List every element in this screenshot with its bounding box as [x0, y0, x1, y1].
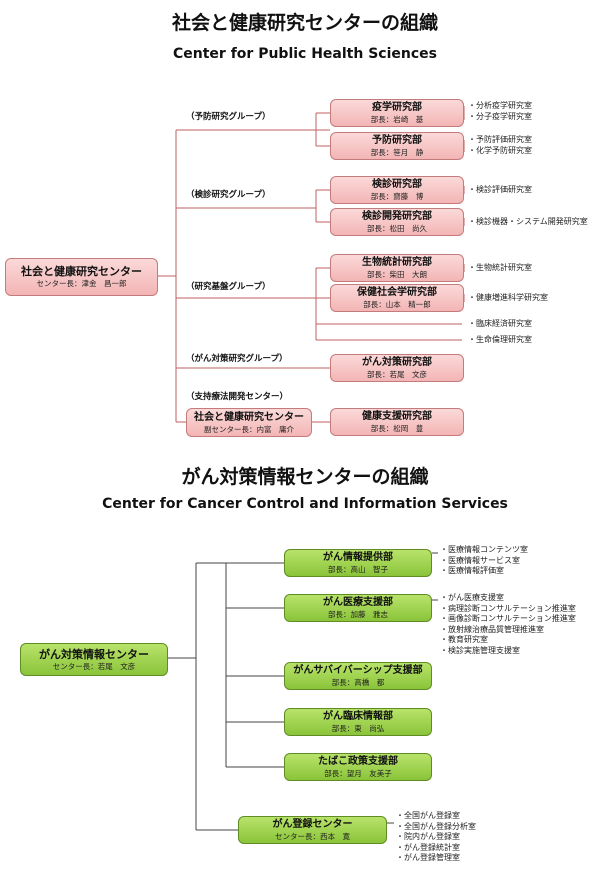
lab-list: ・生命倫理研究室 [468, 335, 532, 346]
dept-name: 検診開発研究部 [362, 211, 432, 222]
lab-item: ・画像診断コンサルテーション推進室 [440, 614, 576, 623]
subcenter-head: 副センター長：内富 庸介 [204, 424, 294, 434]
dept-head: 部長：若尾 文彦 [367, 370, 427, 379]
group-label-cancer-control: （がん対策研究グループ） [186, 354, 288, 364]
lab-list: ・予防評価研究室 ・化学予防研究室 [468, 135, 532, 156]
lab-item: ・化学予防研究室 [468, 145, 532, 155]
dept-box: 検診研究部 部長：齋藤 博 [330, 176, 464, 204]
lab-item: ・がん登録管理室 [396, 853, 460, 862]
group-label-infrastructure: （研究基盤グループ） [186, 282, 271, 292]
lab-list: ・検診評価研究室 [468, 185, 532, 196]
dept-box: がん情報提供部 部長：高山 智子 [284, 549, 432, 577]
lab-item: ・がん登録統計室 [396, 842, 460, 852]
lab-list: ・健康増進科学研究室 [468, 293, 548, 304]
group-label-support-therapy: （支持療法開発センター） [186, 392, 289, 402]
lab-item: ・検診実施管理支援室 [440, 645, 520, 655]
dept-box: 生物統計研究部 部長：柴田 大朗 [330, 254, 464, 282]
dept-name: 予防研究部 [372, 135, 422, 146]
lab-item: ・がん医療支援室 [440, 593, 504, 602]
dept-name: がん医療支援部 [323, 597, 393, 608]
lab-list: ・医療情報コンテンツ室 ・医療情報サービス室 ・医療情報評価室 [440, 545, 528, 577]
dept-name: 生物統計研究部 [362, 257, 432, 268]
lab-item: ・全国がん登録室 [396, 811, 460, 820]
chart1-root-box: 社会と健康研究センター センター長：津金 昌一郎 [5, 258, 158, 296]
dept-name: 保健社会学研究部 [357, 287, 437, 298]
dept-box: 予防研究部 部長：笹月 静 [330, 132, 464, 160]
chart2-root-box: がん対策情報センター センター長：若尾 文彦 [20, 643, 168, 676]
dept-head: 部長：高山 智子 [328, 565, 388, 574]
lab-item: ・医療情報評価室 [440, 566, 504, 575]
dept-head: 部長：松田 尚久 [367, 224, 427, 233]
chart1-subcenter-box: 社会と健康研究センター 副センター長：内富 庸介 [186, 408, 312, 437]
lab-item: ・院内がん登録室 [396, 832, 460, 841]
lab-item: ・生物統計研究室 [468, 263, 532, 272]
dept-head: 部長：齋藤 博 [370, 192, 424, 201]
dept-box: 保健社会学研究部 部長：山本 精一郎 [330, 284, 464, 312]
dept-box: たばこ政策支援部 部長：望月 友美子 [284, 753, 432, 781]
dept-name: がん登録センター [272, 819, 353, 830]
lab-item: ・臨床経済研究室 [468, 319, 532, 328]
chart2-root-name: がん対策情報センター [39, 647, 149, 661]
dept-name: がん対策研究部 [362, 357, 432, 368]
dept-name: 検診研究部 [372, 179, 422, 190]
dept-head: 部長：笹月 静 [370, 148, 424, 157]
chart1-title-en: Center for Public Health Sciences [173, 46, 437, 62]
lab-list: ・がん医療支援室 ・病理診断コンサルテーション推進室 ・画像診断コンサルテーショ… [440, 593, 576, 656]
dept-box: 検診開発研究部 部長：松田 尚久 [330, 208, 464, 236]
dept-box: がん登録センター センター長：西本 寛 [238, 816, 387, 844]
dept-head: 部長：東 尚弘 [331, 724, 385, 733]
dept-box: がん対策研究部 部長：若尾 文彦 [330, 354, 464, 382]
chart1-root-head: センター長：津金 昌一郎 [36, 279, 127, 288]
dept-name: 健康支援研究部 [362, 411, 432, 422]
dept-head: 部長：望月 友美子 [324, 769, 392, 778]
chart1-root-name: 社会と健康研究センター [21, 265, 142, 278]
lab-item: ・放射線治療品質管理推進室 [440, 624, 544, 634]
lab-item: ・教育研究室 [440, 635, 488, 644]
dept-box: 健康支援研究部 部長：松岡 豊 [330, 408, 464, 436]
dept-name: がん情報提供部 [323, 552, 393, 563]
dept-head: 部長：高橋 都 [331, 678, 385, 687]
dept-box: がんサバイバーシップ支援部 部長：高橋 都 [284, 662, 432, 690]
lab-item: ・検診機器・システム開発研究室 [468, 217, 588, 226]
lab-list: ・分析疫学研究室 ・分子疫学研究室 [468, 101, 532, 122]
lab-list: ・生物統計研究室 [468, 263, 532, 274]
dept-box: がん臨床情報部 部長：東 尚弘 [284, 708, 432, 736]
dept-name: がん臨床情報部 [323, 711, 393, 722]
lab-item: ・分析疫学研究室 [468, 101, 532, 110]
lab-item: ・検診評価研究室 [468, 185, 532, 194]
dept-head: 部長：柴田 大朗 [367, 270, 427, 279]
chart2-title-jp: がん対策情報センターの組織 [181, 466, 429, 488]
dept-head: 部長：松岡 豊 [370, 424, 424, 433]
dept-name: がんサバイバーシップ支援部 [293, 665, 423, 676]
dept-name: たばこ政策支援部 [318, 756, 398, 767]
lab-list: ・臨床経済研究室 [468, 319, 532, 330]
lab-item: ・病理診断コンサルテーション推進室 [440, 603, 576, 613]
chart2-root-head: センター長：若尾 文彦 [52, 661, 136, 671]
dept-box: 疫学研究部 部長：岩崎 基 [330, 99, 464, 127]
chart1-title-jp: 社会と健康研究センターの組織 [171, 12, 438, 34]
group-label-prevention: （予防研究グループ） [186, 112, 271, 122]
chart2-title-en: Center for Cancer Control and Informatio… [102, 496, 508, 512]
lab-list: ・検診機器・システム開発研究室 [468, 217, 588, 228]
group-label-screening: （検診研究グループ） [186, 190, 271, 200]
dept-head: 部長：山本 精一郎 [363, 300, 431, 309]
lab-item: ・予防評価研究室 [468, 135, 532, 144]
lab-item: ・全国がん登録分析室 [396, 821, 476, 831]
dept-box: がん医療支援部 部長：加藤 雅志 [284, 594, 432, 622]
lab-item: ・生命倫理研究室 [468, 335, 532, 344]
lab-item: ・医療情報コンテンツ室 [440, 545, 528, 554]
lab-item: ・健康増進科学研究室 [468, 293, 548, 302]
dept-head: 部長：岩崎 基 [370, 115, 424, 124]
dept-head: センター長：西本 寛 [275, 832, 350, 841]
dept-name: 疫学研究部 [372, 102, 422, 113]
subcenter-name: 社会と健康研究センター [194, 411, 304, 423]
lab-list: ・全国がん登録室 ・全国がん登録分析室 ・院内がん登録室 ・がん登録統計室 ・が… [396, 811, 476, 864]
lab-item: ・分子疫学研究室 [468, 111, 532, 121]
lab-item: ・医療情報サービス室 [440, 555, 520, 565]
dept-head: 部長：加藤 雅志 [328, 610, 388, 619]
